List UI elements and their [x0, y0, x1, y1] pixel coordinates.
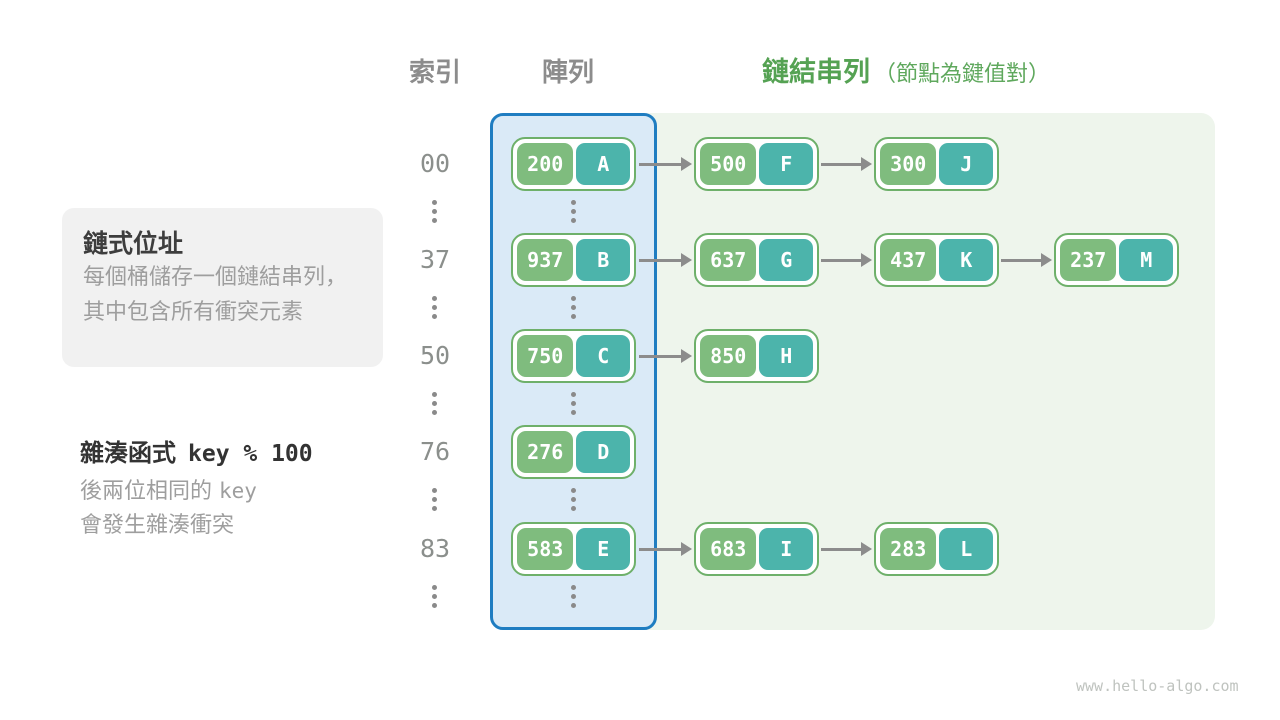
- chain-node: 683 I: [694, 522, 819, 576]
- header-linked-list-column: 鏈結串列（節點為鍵值對）: [762, 50, 1050, 89]
- header-linked-list-label: 鏈結串列: [762, 57, 870, 88]
- hash-note-title: 雜湊函式 key % 100: [80, 433, 313, 468]
- info-card-line1: 每個桶儲存一個鏈結串列，: [83, 265, 348, 290]
- node-value: A: [576, 143, 630, 185]
- bucket-node: 583 E: [511, 522, 636, 576]
- hash-note-line1: 後兩位相同的 key: [80, 474, 257, 509]
- node-key: 937: [517, 239, 574, 281]
- node-key: 300: [880, 143, 937, 185]
- node-value: E: [576, 528, 630, 570]
- hash-note-line1-code: key: [219, 479, 257, 503]
- node-key: 500: [700, 143, 757, 185]
- node-key: 200: [517, 143, 574, 185]
- node-key: 637: [700, 239, 757, 281]
- ellipsis-dots: [432, 296, 438, 319]
- chain-node: 237 M: [1054, 233, 1179, 287]
- node-key: 583: [517, 528, 574, 570]
- arrow-icon: [639, 253, 692, 267]
- arrow-icon: [821, 542, 872, 556]
- node-key: 276: [517, 431, 574, 473]
- ellipsis-dots: [432, 585, 438, 608]
- node-value: F: [759, 143, 813, 185]
- index-label: 76: [419, 437, 451, 466]
- bucket-node: 276 D: [511, 425, 636, 479]
- hash-note-title-code: key % 100: [188, 441, 313, 467]
- hash-note-title-text: 雜湊函式: [80, 439, 176, 467]
- node-value: J: [939, 143, 993, 185]
- node-value: K: [939, 239, 993, 281]
- node-value: D: [576, 431, 630, 473]
- info-card: [62, 208, 383, 367]
- arrow-icon: [639, 157, 692, 171]
- ellipsis-dots: [571, 488, 577, 511]
- hash-note-line1-text: 後兩位相同的: [80, 479, 213, 504]
- chain-node: 300 J: [874, 137, 999, 191]
- chain-node: 283 L: [874, 522, 999, 576]
- header-linked-list-note: （節點為鍵值對）: [874, 62, 1051, 87]
- chain-node: 850 H: [694, 329, 819, 383]
- index-label: 37: [419, 245, 451, 274]
- ellipsis-dots: [571, 585, 577, 608]
- info-card-line2: 其中包含所有衝突元素: [83, 300, 304, 325]
- node-key: 437: [880, 239, 937, 281]
- node-key: 237: [1060, 239, 1117, 281]
- bucket-node: 200 A: [511, 137, 636, 191]
- node-key: 683: [700, 528, 757, 570]
- arrow-icon: [639, 542, 692, 556]
- header-index-column: 索引: [408, 58, 461, 88]
- hash-note-body: 後兩位相同的 key 會發生雜湊衝突: [80, 474, 257, 543]
- ellipsis-dots: [432, 392, 438, 415]
- bucket-node: 750 C: [511, 329, 636, 383]
- node-value: C: [576, 335, 630, 377]
- header-array-column: 陣列: [541, 58, 594, 88]
- hash-note-line2: 會發生雜湊衝突: [80, 513, 235, 538]
- info-card-title: 鏈式位址: [83, 229, 184, 258]
- node-key: 750: [517, 335, 574, 377]
- ellipsis-dots: [571, 200, 577, 223]
- ellipsis-dots: [432, 488, 438, 511]
- node-value: M: [1119, 239, 1173, 281]
- node-key: 850: [700, 335, 757, 377]
- node-value: L: [939, 528, 993, 570]
- node-value: B: [576, 239, 630, 281]
- arrow-icon: [639, 349, 692, 363]
- info-card-body: 每個桶儲存一個鏈結串列， 其中包含所有衝突元素: [83, 260, 347, 330]
- index-label: 50: [419, 341, 451, 370]
- arrow-icon: [821, 253, 872, 267]
- index-label: 83: [419, 534, 451, 563]
- ellipsis-dots: [571, 392, 577, 415]
- bucket-node: 937 B: [511, 233, 636, 287]
- chain-node: 437 K: [874, 233, 999, 287]
- node-key: 283: [880, 528, 937, 570]
- chain-node: 637 G: [694, 233, 819, 287]
- arrow-icon: [1001, 253, 1052, 267]
- node-value: G: [759, 239, 813, 281]
- node-value: I: [759, 528, 813, 570]
- ellipsis-dots: [432, 200, 438, 223]
- arrow-icon: [821, 157, 872, 171]
- watermark: www.hello-algo.com: [1076, 677, 1239, 695]
- ellipsis-dots: [571, 296, 577, 319]
- index-label: 00: [419, 149, 451, 178]
- chain-node: 500 F: [694, 137, 819, 191]
- node-value: H: [759, 335, 813, 377]
